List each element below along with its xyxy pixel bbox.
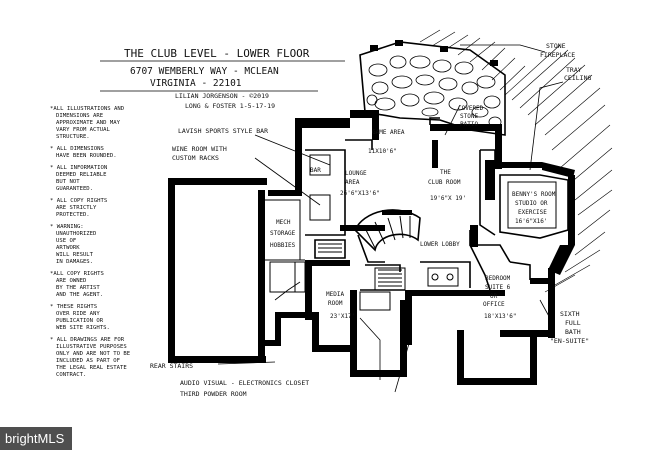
mech-name-2: Storage	[270, 230, 296, 237]
disclaimer-line: *All copy rights	[50, 271, 104, 277]
disclaimer-line: *All illustrations and	[50, 106, 125, 112]
stone-fireplace-label-2: Fireplace	[540, 51, 575, 59]
bedroom-name-3: or	[490, 293, 498, 300]
disclaimer-line: vary from actual	[56, 127, 111, 133]
room-labels: Game Area 11x10'6" Lounge Area 26'6"x13'…	[270, 129, 556, 320]
sports-bar-label: Lavish Sports Style Bar	[178, 127, 268, 135]
powder-room-label: Third Powder Room	[180, 390, 247, 398]
disclaimer-line: by the artist	[56, 285, 100, 291]
sixth-bath-label-3: Bath	[565, 328, 581, 336]
covered-patio-label-3: Patio	[460, 121, 478, 128]
club-room-dims: 19'6"x 19'	[430, 195, 466, 202]
disclaimer-line: but not	[56, 179, 80, 185]
terrain-hatching	[419, 29, 613, 293]
disclaimer-line: structure.	[56, 134, 90, 140]
disclaimer-line: guaranteed.	[56, 186, 93, 192]
club-room-name-2: Club Room	[428, 179, 461, 186]
media-name-2: Room	[328, 300, 343, 307]
media-dims: 23'x17'	[330, 313, 355, 320]
disclaimer-line: * All copy rights	[50, 198, 107, 204]
fireplace-hearth	[432, 140, 438, 168]
lounge-name-1: Lounge	[345, 170, 367, 177]
disclaimer-line: and the agent.	[56, 292, 103, 298]
lounge-dims: 26'6"x13'6"	[340, 190, 380, 197]
tray-ceiling-label-2: Ceiling	[564, 74, 591, 82]
sixth-bath-label-2: Full	[565, 319, 581, 327]
game-area-dims: 11x10'6"	[368, 148, 397, 155]
disclaimer-line: dimensions are	[56, 113, 104, 119]
bedroom-dims: 18'x13'6"	[484, 313, 517, 320]
mech-name-3: Hobbies	[270, 242, 296, 249]
disclaimer-line: approximate and may	[56, 120, 121, 126]
covered-patio-label-1: Covered	[458, 105, 484, 112]
covered-patio-label-2: Stone	[460, 113, 478, 120]
bennys-room-name-3: Exercise	[518, 209, 547, 216]
stone-fireplace-area	[359, 40, 506, 136]
disclaimer-line: are strictly	[56, 205, 97, 211]
bedroom-name-4: Office	[483, 301, 505, 308]
lower-lobby-name: Lower Lobby	[420, 241, 460, 248]
disclaimer-line: deemed reliable	[56, 172, 107, 178]
wine-room-label-2: Custom Racks	[172, 154, 219, 162]
disclaimer-line: over ride any	[56, 311, 100, 317]
bennys-room-name-1: Benny's Room	[512, 191, 556, 198]
bennys-room-dims: 16'6"x16'	[515, 218, 548, 225]
address-line2: Virginia - 22101	[150, 78, 242, 89]
company-date: Long & Foster 1-5-17-19	[185, 102, 275, 110]
media-name-1: Media	[326, 291, 344, 298]
game-area-name: Game Area	[372, 129, 405, 136]
sixth-bath-label-4: "En-Suite"	[550, 337, 589, 345]
bedroom-name-1: Bedroom	[485, 275, 511, 282]
disclaimer-notes: *All illustrations anddimensions areappr…	[50, 106, 131, 378]
disclaimer-line: * All information	[50, 165, 107, 171]
disclaimer-line: publication or	[56, 318, 104, 324]
disclaimer-line: only and are not to be	[56, 351, 131, 357]
author-line: Lilian Jorgenson - ©2019	[175, 92, 269, 100]
disclaimer-line: are owned	[56, 278, 87, 284]
exterior-walls	[168, 110, 575, 385]
club-room-name-1: The	[440, 169, 451, 176]
stone-fireplace-label-1: Stone	[546, 42, 566, 50]
disclaimer-line: protected.	[56, 212, 90, 218]
brightmls-watermark: brightMLS	[0, 427, 72, 450]
disclaimer-line: use of	[56, 238, 77, 244]
disclaimer-line: the legal real estate	[56, 365, 127, 371]
lounge-name-2: Area	[345, 179, 360, 186]
disclaimer-line: * All dimensions	[50, 146, 104, 152]
bennys-room-name-2: Studio or	[515, 200, 548, 207]
av-closet-label: Audio Visual - Electronics Closet	[180, 379, 309, 387]
bedroom-name-2: Suite 6	[485, 284, 511, 291]
disclaimer-line: web site rights.	[56, 325, 110, 331]
leader-lines	[217, 44, 564, 393]
plan-title: The Club Level - Lower Floor	[124, 47, 310, 60]
interior-walls	[265, 117, 569, 311]
rear-stairs-label: Rear Stairs	[150, 362, 193, 370]
bar-name: Bar	[310, 167, 321, 174]
spiral-staircase	[354, 209, 421, 263]
callout-labels: Stone Fireplace Tray Ceiling Lavish Spor…	[150, 42, 591, 398]
disclaimer-line: * These rights	[50, 304, 97, 310]
disclaimer-line: included as part of	[56, 358, 121, 364]
mech-name-1: Mech	[276, 219, 291, 226]
header-block: The Club Level - Lower Floor 6707 Wember…	[100, 47, 345, 110]
disclaimer-line: * All drawings are for	[50, 337, 125, 343]
disclaimer-line: contract.	[56, 372, 86, 378]
disclaimer-line: illustrative purposes	[56, 344, 127, 350]
disclaimer-line: artwork	[56, 245, 80, 251]
disclaimer-line: * Warning:	[50, 224, 84, 230]
disclaimer-line: in damages.	[56, 259, 93, 265]
disclaimer-line: will result	[56, 252, 94, 258]
disclaimer-line: have been rounded.	[56, 153, 117, 159]
address-line1: 6707 Wemberly Way - McLean	[130, 66, 279, 77]
disclaimer-line: unauthorized	[56, 231, 97, 237]
sixth-bath-label-1: Sixth	[560, 310, 580, 318]
wine-room-label-1: Wine Room with	[172, 145, 227, 153]
tray-ceiling-label-1: Tray	[566, 66, 582, 74]
